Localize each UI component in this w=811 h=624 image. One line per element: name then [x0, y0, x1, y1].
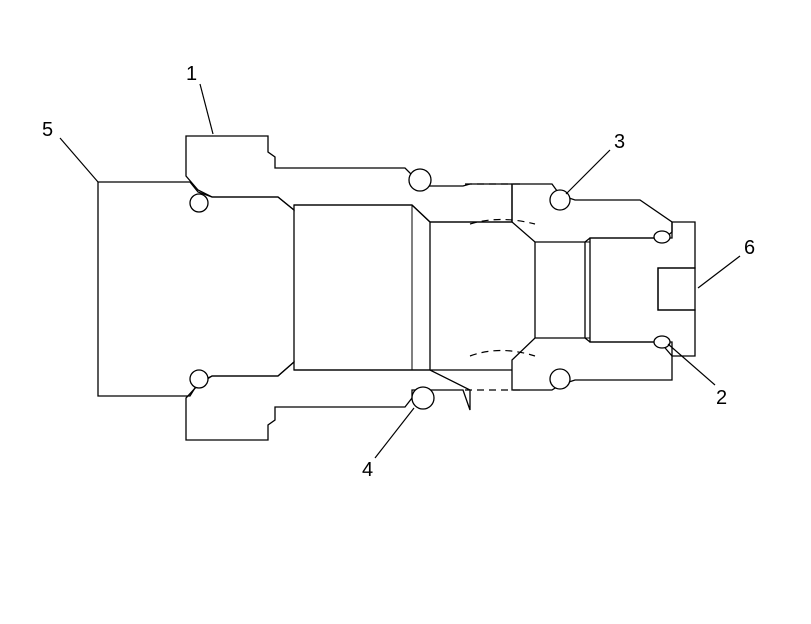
leader-6	[697, 255, 741, 289]
callout-2: 2	[716, 387, 727, 409]
callout-4: 4	[362, 459, 373, 481]
o-ring-3-bottom	[549, 368, 571, 390]
o-ring-2	[653, 335, 671, 349]
leader-lines	[59, 83, 741, 459]
callout-1: 1	[186, 63, 197, 85]
bore-outline	[294, 183, 590, 391]
o-ring-3	[549, 189, 571, 211]
callout-3: 3	[614, 131, 625, 153]
leader-5	[59, 137, 99, 183]
o-ring-plug-top	[189, 193, 209, 213]
leader-2	[667, 343, 716, 386]
part-5-plug	[97, 181, 295, 397]
o-ring-4-top	[408, 168, 432, 192]
leader-1	[199, 83, 214, 135]
part-1-body-upper	[185, 135, 513, 223]
leader-3	[565, 149, 611, 195]
o-rings	[189, 168, 671, 410]
callout-6: 6	[744, 237, 755, 259]
callouts: 1 5 3 6 2 4	[42, 63, 755, 481]
o-ring-2-top	[653, 230, 671, 244]
o-ring-plug-bottom	[189, 369, 209, 389]
part-1-body-lower	[185, 360, 471, 441]
leader-4	[374, 407, 415, 459]
callout-5: 5	[42, 119, 53, 141]
part-6-insert	[589, 221, 696, 357]
o-ring-4	[411, 386, 435, 410]
fitting-body-lower	[511, 337, 673, 391]
fitting-body-upper	[511, 183, 673, 243]
